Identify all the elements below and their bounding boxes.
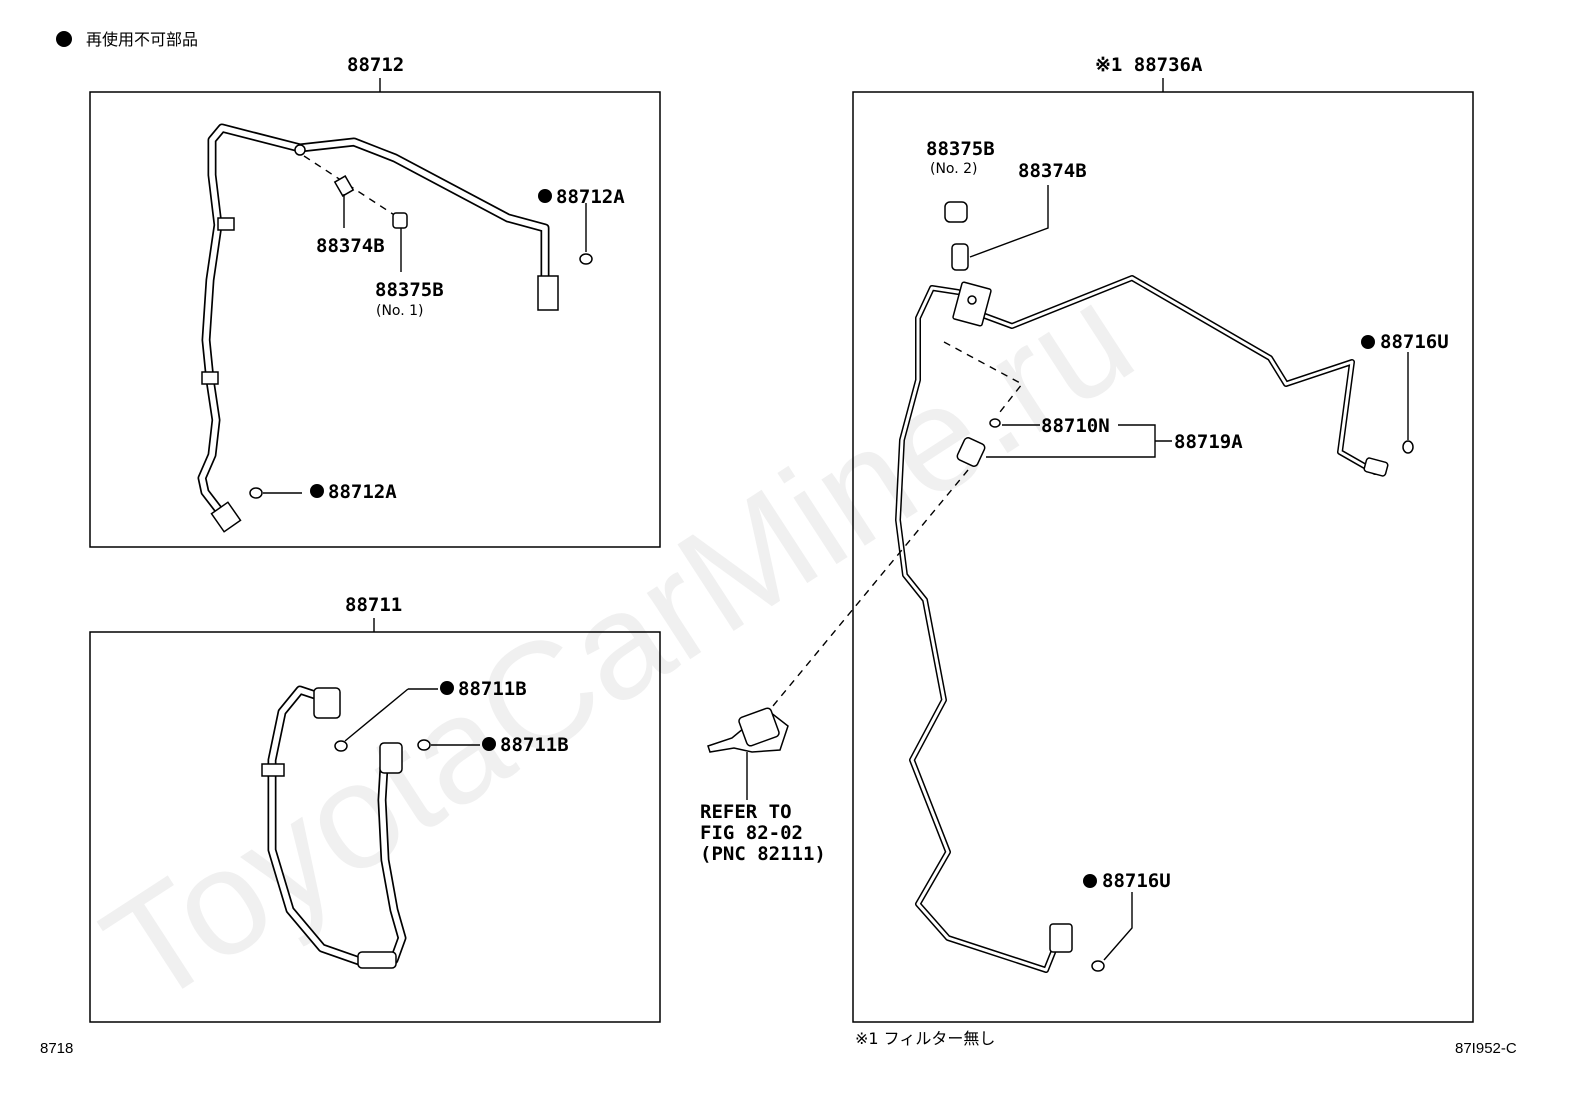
oring-88712A-bottom-icon[interactable] bbox=[249, 487, 263, 499]
oring-88712A-right-icon[interactable] bbox=[579, 253, 593, 265]
hose-bracket-right bbox=[537, 275, 559, 311]
assembly-88711: 88711 88711B 88711B bbox=[89, 594, 661, 1023]
hose-fitting-right bbox=[379, 742, 403, 774]
leader-88711B-top bbox=[344, 688, 409, 742]
reference-line-2[interactable]: FIG 82-02 bbox=[700, 822, 803, 844]
non-reusable-dot-88716U-right-icon bbox=[1361, 335, 1375, 349]
assembly-88736A: ※1 88736A 88375B (No. 2) 88374B 88710N 8… bbox=[852, 54, 1474, 1023]
figure-code-right: 87I952-C bbox=[1455, 1040, 1517, 1057]
legend-text: 再使用不可部品 bbox=[86, 30, 198, 49]
label-88716U-bottom[interactable]: 88716U bbox=[1102, 870, 1171, 892]
cap-88375B-no2[interactable] bbox=[944, 201, 968, 223]
assembly-88736A-frame bbox=[852, 91, 1474, 1023]
hose-crimp-left bbox=[261, 763, 285, 777]
service-port-dashed-leader bbox=[303, 155, 403, 221]
oring-88716U-right-icon[interactable] bbox=[1402, 440, 1414, 454]
switch-dashed-leader bbox=[943, 341, 1024, 413]
leader-88716U-bottom bbox=[1103, 892, 1133, 961]
tube-end-fitting-bottom bbox=[1049, 923, 1073, 953]
external-connector-reference: REFER TO FIG 82-02 (PNC 82111) bbox=[700, 469, 969, 865]
service-block-port bbox=[967, 295, 977, 305]
hose-fitting-top bbox=[313, 687, 341, 719]
connector-housing[interactable] bbox=[738, 707, 780, 747]
assembly-88711-part-number[interactable]: 88711 bbox=[345, 594, 402, 616]
label-88710N[interactable]: 88710N bbox=[1041, 415, 1110, 437]
assembly-88712: 88712 88374B 88375B (No. 1) 88712A 88712… bbox=[89, 54, 661, 548]
non-reusable-dot-88711B-right-icon bbox=[482, 737, 496, 751]
assembly-88711-frame bbox=[89, 631, 661, 1023]
assembly-88736A-part-number[interactable]: ※1 88736A bbox=[1095, 54, 1203, 76]
figure-code-left: 8718 bbox=[40, 1040, 73, 1057]
non-reusable-dot-88712A-right-icon bbox=[538, 189, 552, 203]
label-88716U-right[interactable]: 88716U bbox=[1380, 331, 1449, 353]
label-88374B-lower[interactable]: 88374B bbox=[1018, 160, 1087, 182]
oring-88711B-right-icon[interactable] bbox=[417, 739, 431, 751]
valve-core-88374B-upper[interactable] bbox=[333, 175, 355, 197]
hose-crimp-lower bbox=[201, 371, 219, 385]
suction-hose bbox=[261, 685, 407, 969]
assembly-88712-part-number[interactable]: 88712 bbox=[347, 54, 404, 76]
cap-88375B-no1[interactable] bbox=[392, 212, 408, 229]
hose-crimp-upper bbox=[217, 217, 235, 231]
leader-88374B-lower bbox=[969, 185, 1049, 258]
oring-88716U-bottom-icon[interactable] bbox=[1091, 960, 1105, 972]
assembly-88712-frame bbox=[89, 91, 661, 548]
tube-end-fitting-right bbox=[1363, 457, 1389, 477]
liquid-tube bbox=[895, 275, 1389, 973]
non-reusable-dot-88716U-bottom-icon bbox=[1083, 874, 1097, 888]
connector-dashed-leader bbox=[767, 469, 969, 713]
service-port-boss bbox=[294, 144, 306, 156]
valve-core-88374B[interactable] bbox=[951, 243, 969, 271]
label-88374B-upper[interactable]: 88374B bbox=[316, 235, 385, 257]
oring-88710N-icon[interactable] bbox=[989, 418, 1001, 428]
oring-88711B-top-icon[interactable] bbox=[334, 740, 348, 752]
discharge-hose bbox=[197, 123, 559, 533]
label-88375B-lower-sub: (No. 2) bbox=[930, 161, 978, 177]
watermark: ToyotaCarMine.ru bbox=[76, 251, 1160, 1037]
hose-end-fitting bbox=[210, 501, 242, 533]
footnote: ※1 フィルター無し bbox=[855, 1029, 995, 1048]
label-88711B-top[interactable]: 88711B bbox=[458, 678, 527, 700]
pressure-switch[interactable] bbox=[956, 436, 986, 467]
label-88712A-bottom[interactable]: 88712A bbox=[328, 481, 397, 503]
hose-joint-bottom bbox=[357, 951, 397, 969]
reference-line-3[interactable]: (PNC 82111) bbox=[700, 843, 826, 865]
non-reusable-dot-88711B-top-icon bbox=[440, 681, 454, 695]
non-reusable-dot-88712A-bottom-icon bbox=[310, 484, 324, 498]
non-reusable-legend-dot-icon bbox=[56, 31, 72, 47]
reference-line-1[interactable]: REFER TO bbox=[700, 801, 792, 823]
label-88712A-right[interactable]: 88712A bbox=[556, 186, 625, 208]
label-88719A[interactable]: 88719A bbox=[1174, 431, 1243, 453]
label-88375B-lower[interactable]: 88375B bbox=[926, 138, 995, 160]
label-88711B-right[interactable]: 88711B bbox=[500, 734, 569, 756]
label-88375B-upper-sub: (No. 1) bbox=[376, 303, 424, 319]
label-88375B-upper[interactable]: 88375B bbox=[375, 279, 444, 301]
